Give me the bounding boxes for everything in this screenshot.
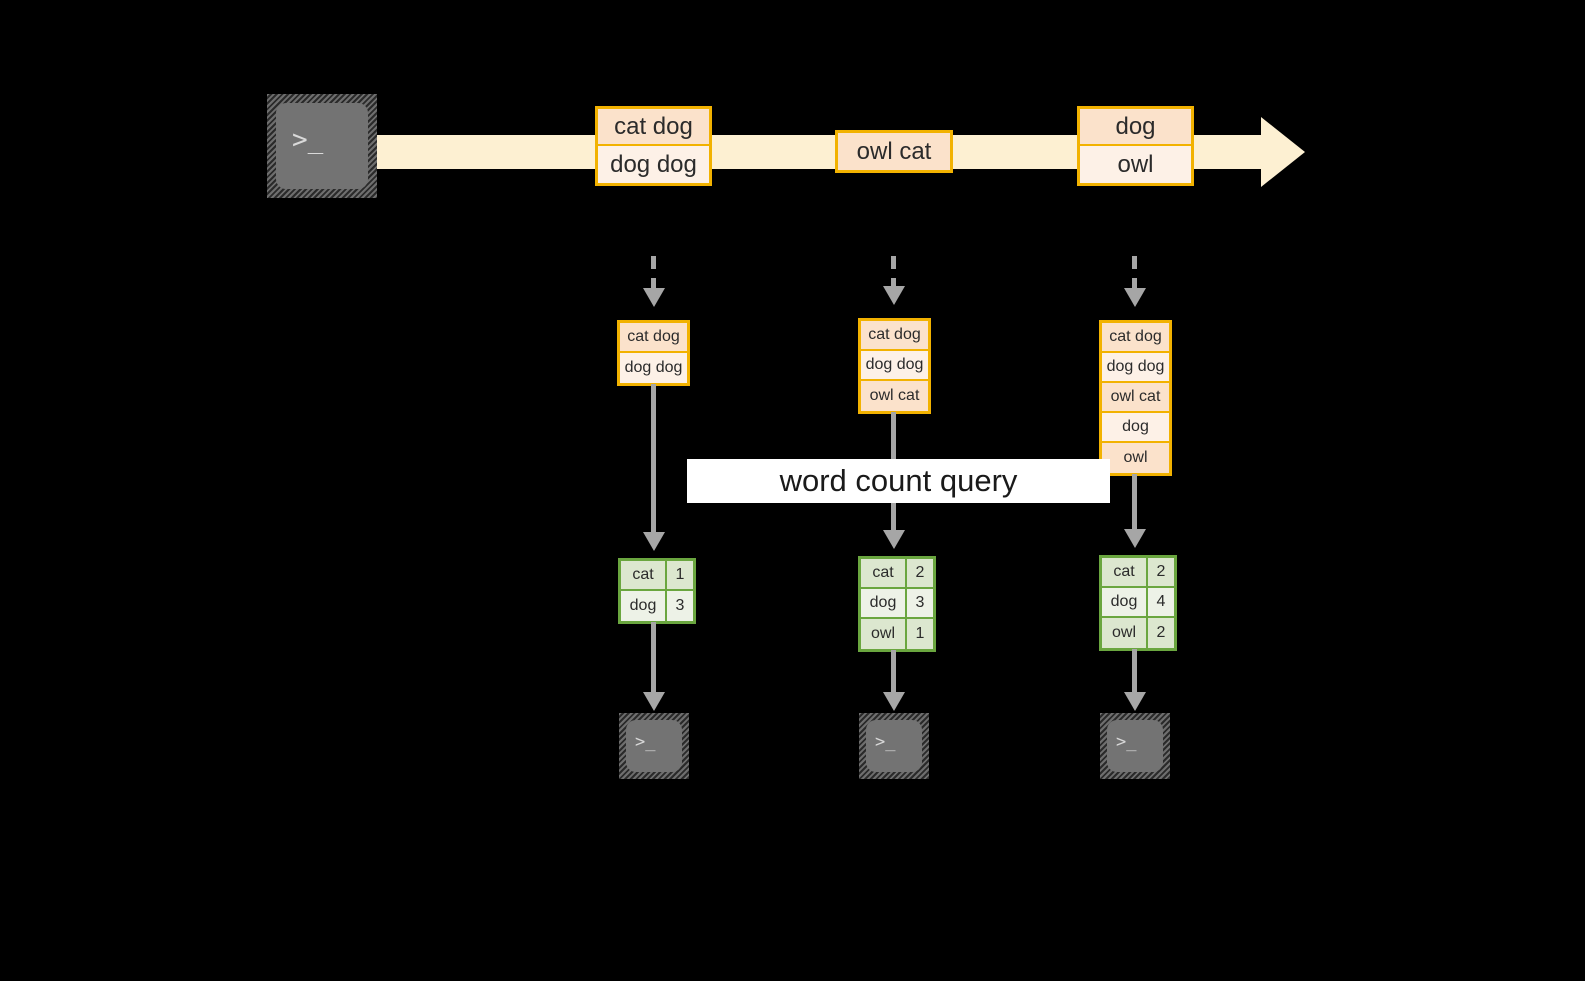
result-table-2[interactable]: cat 2 dog 3 owl 1 xyxy=(858,556,936,652)
stream-arrow-head xyxy=(1261,117,1305,187)
terminal-prompt-glyph: >_ xyxy=(875,732,896,752)
terminal-body xyxy=(1107,720,1163,772)
result-to-sink-connector-1 xyxy=(651,622,656,694)
table-cell-word: dog xyxy=(1102,588,1148,616)
table-row: dog 4 xyxy=(1102,588,1174,618)
table-cell-count: 2 xyxy=(1156,624,1166,641)
accumulated-record: dog dog xyxy=(861,351,928,381)
accumulated-to-result-arrowhead-3 xyxy=(1124,529,1146,548)
accumulated-record: cat dog xyxy=(861,321,928,351)
table-row: cat 1 xyxy=(621,561,693,591)
stream-to-accumulated-connector xyxy=(891,256,896,288)
table-cell-count: 1 xyxy=(915,625,925,642)
table-cell-count: 2 xyxy=(1156,563,1166,580)
table-row: owl 1 xyxy=(861,619,933,649)
accumulated-records-1[interactable]: cat dog dog dog xyxy=(617,320,690,386)
result-to-sink-arrowhead-2 xyxy=(883,692,905,711)
table-cell-word: owl xyxy=(1102,618,1148,648)
terminal-body xyxy=(626,720,682,772)
stream-to-accumulated-connector xyxy=(651,256,656,290)
accumulated-record: owl xyxy=(1102,443,1169,473)
stream-record: owl cat xyxy=(838,133,950,170)
source-terminal-icon[interactable]: >_ xyxy=(267,94,377,198)
result-to-sink-connector-2 xyxy=(891,650,896,694)
result-table-3[interactable]: cat 2 dog 4 owl 2 xyxy=(1099,555,1177,651)
accumulated-record: owl cat xyxy=(861,381,928,411)
table-cell-word: dog xyxy=(861,589,907,617)
stream-to-accumulated-arrowhead xyxy=(643,288,665,307)
stream-to-accumulated-arrowhead xyxy=(1124,288,1146,307)
accumulated-record: dog xyxy=(1102,413,1169,443)
terminal-body xyxy=(866,720,922,772)
table-cell-word: cat xyxy=(861,559,907,587)
accumulated-record: dog dog xyxy=(1102,353,1169,383)
stream-record: dog dog xyxy=(598,146,709,183)
result-to-sink-connector-3 xyxy=(1132,649,1137,694)
stream-to-accumulated-arrowhead xyxy=(883,286,905,305)
table-cell-count: 2 xyxy=(915,564,925,581)
accumulated-to-result-connector-3 xyxy=(1132,474,1137,532)
terminal-prompt-glyph: >_ xyxy=(635,732,656,752)
table-cell-word: owl xyxy=(861,619,907,649)
stream-batch-1[interactable]: cat dog dog dog xyxy=(595,106,712,186)
sink-terminal-icon-1[interactable]: >_ xyxy=(619,713,689,779)
accumulated-record: cat dog xyxy=(1102,323,1169,353)
sink-terminal-icon-2[interactable]: >_ xyxy=(859,713,929,779)
table-cell-word: dog xyxy=(621,591,667,621)
table-row: cat 2 xyxy=(861,559,933,589)
table-cell-count: 3 xyxy=(915,594,925,611)
accumulated-record: dog dog xyxy=(620,353,687,383)
stream-batch-2[interactable]: owl cat xyxy=(835,130,953,173)
terminal-body xyxy=(276,103,368,189)
terminal-prompt-glyph: >_ xyxy=(1116,732,1137,752)
accumulated-record: owl cat xyxy=(1102,383,1169,413)
stream-record: cat dog xyxy=(598,109,709,146)
stream-to-accumulated-connector xyxy=(1132,256,1137,290)
table-cell-word: cat xyxy=(1102,558,1148,586)
result-to-sink-arrowhead-1 xyxy=(643,692,665,711)
table-row: cat 2 xyxy=(1102,558,1174,588)
accumulated-records-3[interactable]: cat dog dog dog owl cat dog owl xyxy=(1099,320,1172,476)
table-cell-count: 4 xyxy=(1156,593,1166,610)
accumulated-record: cat dog xyxy=(620,323,687,353)
accumulated-to-result-arrowhead-2 xyxy=(883,530,905,549)
result-to-sink-arrowhead-3 xyxy=(1124,692,1146,711)
table-row: dog 3 xyxy=(861,589,933,619)
table-cell-count: 3 xyxy=(675,597,685,614)
query-label-band: word count query xyxy=(687,459,1110,503)
table-cell-word: cat xyxy=(621,561,667,589)
query-label: word count query xyxy=(779,463,1018,498)
terminal-prompt-glyph: >_ xyxy=(292,125,324,155)
accumulated-to-result-connector-1 xyxy=(651,384,656,534)
accumulated-to-result-arrowhead-1 xyxy=(643,532,665,551)
table-cell-count: 1 xyxy=(675,566,685,583)
result-table-1[interactable]: cat 1 dog 3 xyxy=(618,558,696,624)
sink-terminal-icon-3[interactable]: >_ xyxy=(1100,713,1170,779)
accumulated-records-2[interactable]: cat dog dog dog owl cat xyxy=(858,318,931,414)
stream-batch-3[interactable]: dog owl xyxy=(1077,106,1194,186)
table-row: dog 3 xyxy=(621,591,693,621)
stream-record: dog xyxy=(1080,109,1191,146)
stream-record: owl xyxy=(1080,146,1191,183)
table-row: owl 2 xyxy=(1102,618,1174,648)
